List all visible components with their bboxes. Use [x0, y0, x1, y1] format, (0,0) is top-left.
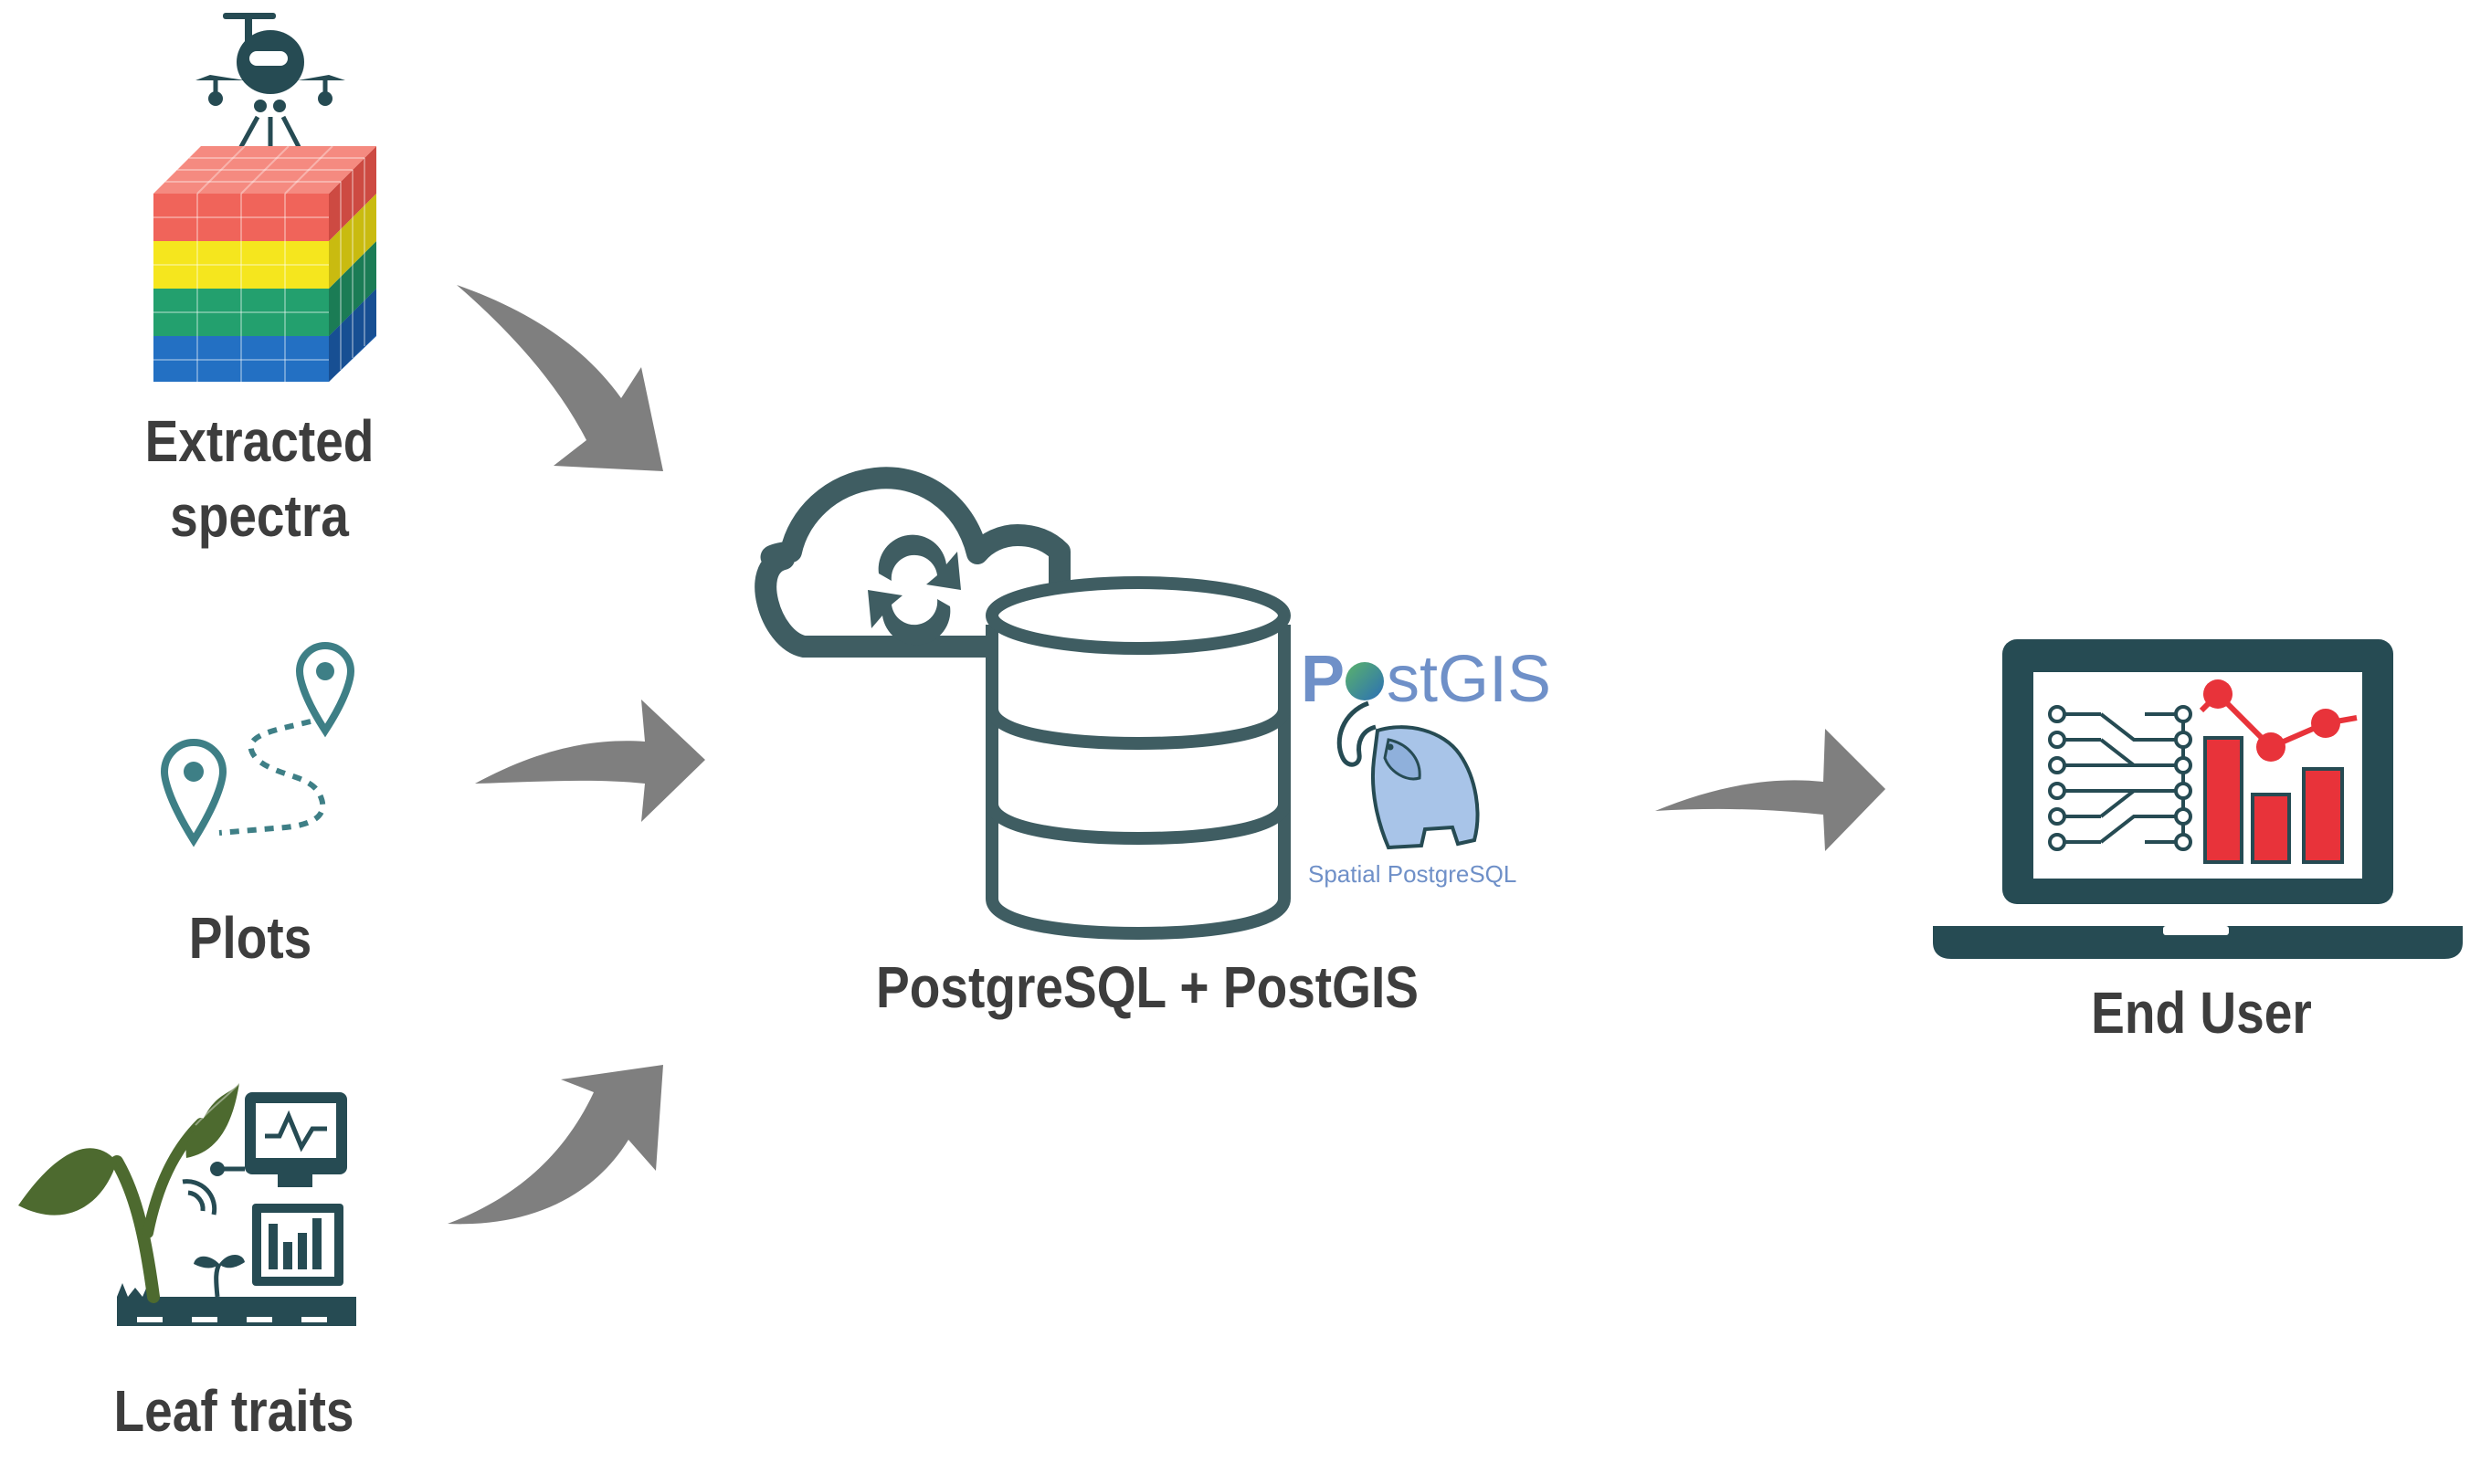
cloud-sync-icon: [755, 467, 1071, 658]
label-plots: Plots: [188, 905, 312, 971]
label-leaf-traits: Leaf traits: [113, 1378, 354, 1444]
spectral-cube-icon: [153, 145, 376, 382]
label-end-user: End User: [2091, 980, 2312, 1046]
postgis-tagline: Spatial PostgreSQL: [1308, 860, 1516, 888]
arrow-db-to-end-user: [1655, 729, 1885, 851]
laptop-analytics-icon: [1933, 639, 2463, 959]
arrow-plots-to-db: [475, 700, 705, 822]
arrow-spectra-to-db: [457, 285, 663, 471]
label-database: PostgreSQL + PostGIS: [876, 954, 1419, 1020]
database-icon: [986, 576, 1291, 941]
plant-sensor-icon: [18, 1082, 356, 1326]
drone-icon: [195, 13, 345, 174]
postgis-elephant-logo: P stGIS Spatial PostgreSQL: [1301, 643, 1551, 888]
map-route-icon: [160, 642, 355, 847]
postgis-word-suffix: stGIS: [1387, 643, 1551, 716]
label-extracted-spectra: Extracted spectra: [102, 404, 417, 553]
arrow-leaf-to-db: [448, 1065, 663, 1225]
label-extracted-line2: spectra: [170, 483, 349, 549]
postgis-word-prefix: P: [1301, 643, 1345, 716]
label-extracted-line1: Extracted: [144, 408, 375, 474]
arrows-to-database: [448, 285, 705, 1225]
